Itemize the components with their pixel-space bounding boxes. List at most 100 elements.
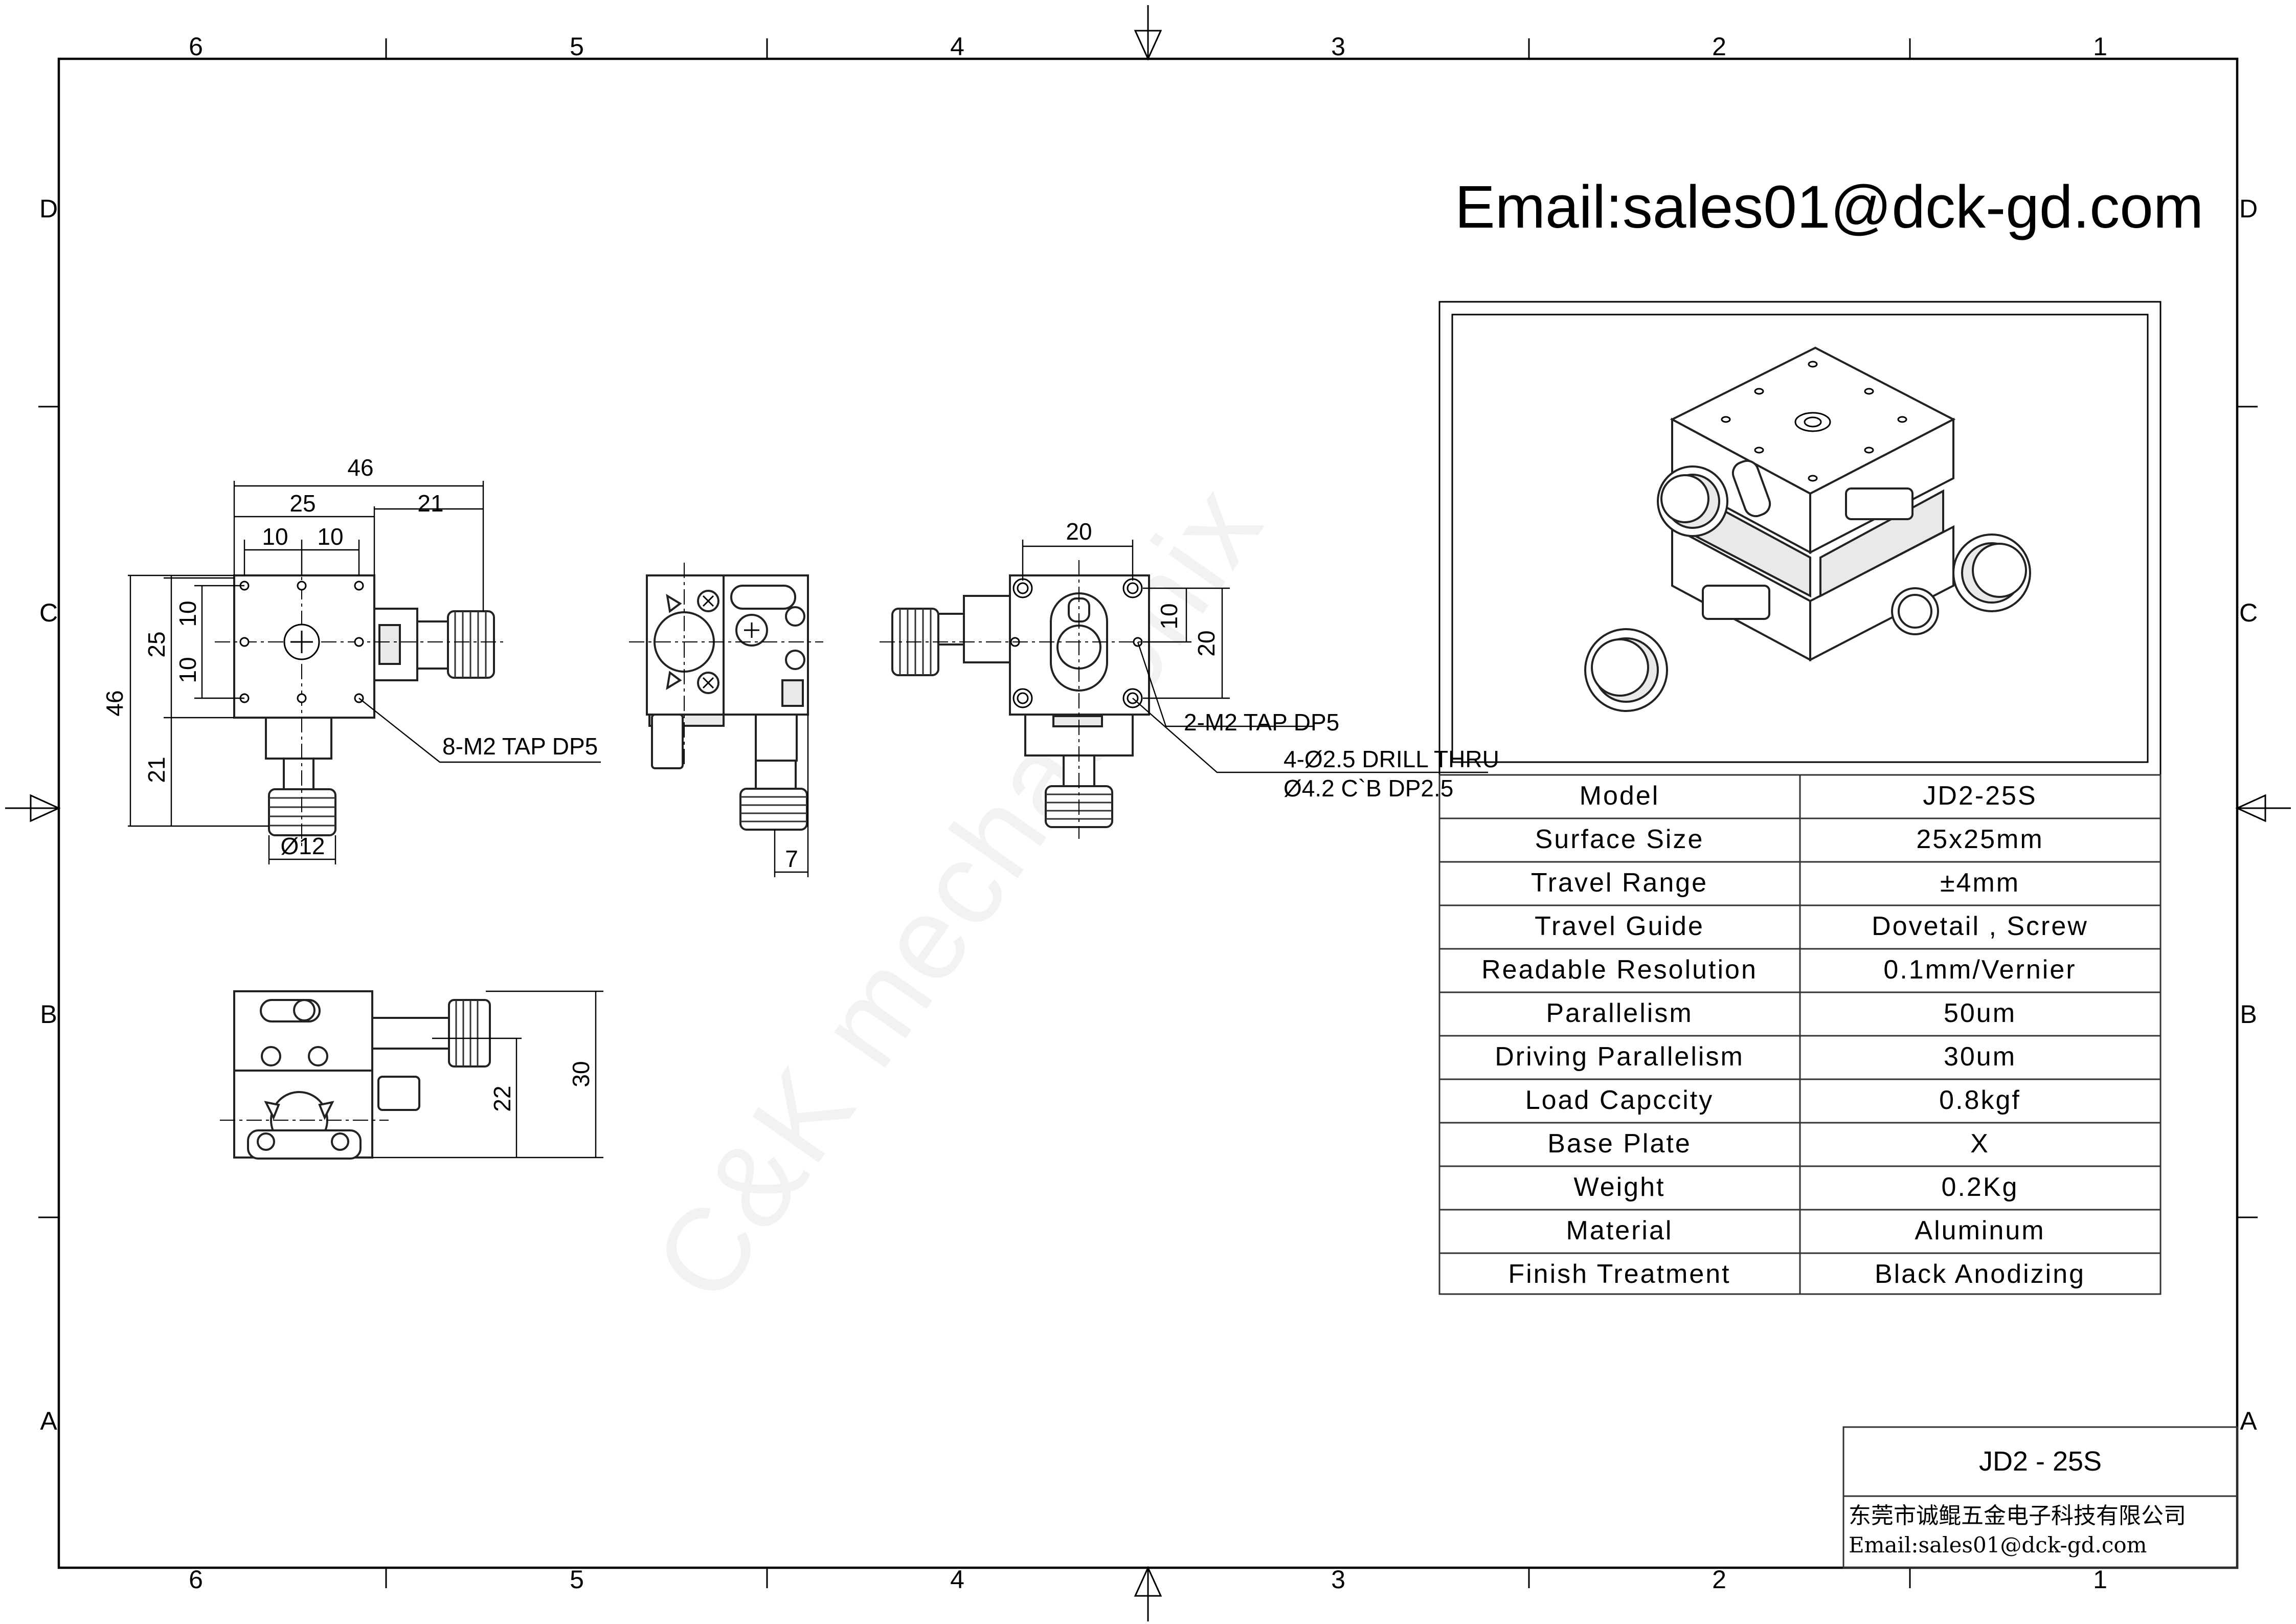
zone-col-6-top: 6 bbox=[189, 32, 203, 61]
zone-row-d-right: D bbox=[2239, 194, 2258, 223]
lower-view-knob bbox=[448, 999, 491, 1067]
spec-label-guide: Travel Guide bbox=[1535, 911, 1704, 941]
dim-mount-pitch: 20 bbox=[1066, 518, 1092, 545]
spec-label-model: Model bbox=[1580, 781, 1660, 811]
spec-value-guide: Dovetail , Screw bbox=[1872, 911, 2088, 941]
annotation-top-tap: 8-M2 TAP DP5 bbox=[442, 733, 598, 760]
zone-row-d-left: D bbox=[39, 194, 58, 223]
lower-view: 22 30 bbox=[220, 990, 603, 1160]
side-view-small-knob bbox=[651, 714, 684, 769]
spec-label-resolution: Readable Resolution bbox=[1481, 955, 1758, 985]
dim-width-total: 46 bbox=[347, 454, 373, 481]
top-view-dim-lines bbox=[128, 481, 601, 864]
iso-inner-frame bbox=[1451, 314, 2149, 763]
zone-col-3-bottom: 3 bbox=[1331, 1565, 1345, 1594]
zone-row-a-right: A bbox=[2240, 1407, 2257, 1435]
zone-col-5-bottom: 5 bbox=[570, 1565, 584, 1594]
spec-label-load: Load Capccity bbox=[1525, 1085, 1714, 1115]
sheet-border bbox=[57, 57, 2239, 1569]
zone-row-c-left: C bbox=[39, 598, 58, 627]
dim-mount-vpitch-a: 10 bbox=[1156, 603, 1182, 629]
top-view-lower-shaft bbox=[283, 758, 314, 790]
annotation-drill-thru: 4-Ø2.5 DRILL THRU bbox=[1284, 746, 1499, 772]
title-block-border bbox=[1842, 1426, 2238, 1569]
dim-height-surface: 25 bbox=[143, 631, 170, 657]
dim-knob-dia: Ø12 bbox=[281, 833, 325, 859]
title-block-company: 东莞市诚鲲五金电子科技有限公司 bbox=[1849, 1503, 2186, 1529]
side-view-knob-shaft bbox=[755, 760, 797, 790]
spec-value-weight: 0.2Kg bbox=[1942, 1172, 2019, 1202]
spec-label-driving: Driving Parallelism bbox=[1495, 1042, 1744, 1072]
dim-side-offset: 7 bbox=[785, 846, 798, 872]
spec-table: Model JD2-25S Surface Size 25x25mm Trave… bbox=[1438, 774, 2162, 1295]
lower-view-knob-shaft bbox=[371, 1017, 450, 1050]
dim-height-a: 22 bbox=[489, 1085, 515, 1111]
side-view-knob bbox=[739, 788, 808, 831]
top-view-knob-shaft bbox=[416, 620, 449, 670]
spec-label-finish: Finish Treatment bbox=[1508, 1259, 1730, 1289]
spec-label-surface: Surface Size bbox=[1535, 825, 1704, 854]
zone-labels: 6 5 4 3 2 1 6 5 4 3 2 1 D C B A D C B A bbox=[39, 32, 2258, 1594]
iso-knob-left bbox=[1657, 465, 1728, 537]
dim-hole-pitch-a: 10 bbox=[262, 523, 288, 550]
iso-knob-right bbox=[1952, 533, 2031, 612]
spec-value-travel: ±4mm bbox=[1940, 868, 2020, 898]
top-view-lower-block bbox=[265, 717, 332, 760]
zone-col-3-top: 3 bbox=[1331, 32, 1345, 61]
spec-value-model: JD2-25S bbox=[1923, 781, 2037, 811]
centering-marks bbox=[5, 5, 2291, 1621]
spec-label-material: Material bbox=[1566, 1216, 1673, 1245]
spec-value-resolution: 0.1mm/Vernier bbox=[1883, 955, 2076, 985]
zone-ticks bbox=[38, 38, 2258, 1588]
side-view: 7 bbox=[629, 563, 823, 877]
zone-col-1-bottom: 1 bbox=[2093, 1565, 2107, 1594]
zone-row-c-right: C bbox=[2239, 598, 2258, 627]
dim-height-b: 30 bbox=[568, 1061, 594, 1087]
isometric-view bbox=[1438, 301, 2162, 776]
dim-width-knob: 21 bbox=[417, 490, 443, 517]
iso-knob-front bbox=[1584, 628, 1668, 712]
top-view-knob-window bbox=[378, 624, 401, 665]
dim-width-surface: 25 bbox=[289, 490, 316, 517]
zone-col-5-top: 5 bbox=[570, 32, 584, 61]
zone-col-4-bottom: 4 bbox=[950, 1565, 964, 1594]
dim-vpitch-b: 10 bbox=[174, 657, 201, 683]
iso-knob-side bbox=[1891, 587, 1939, 635]
spec-value-material: Aluminum bbox=[1915, 1216, 2045, 1245]
spec-value-driving: 30um bbox=[1944, 1042, 2016, 1072]
spec-value-base: X bbox=[1970, 1129, 1990, 1159]
spec-value-surface: 25x25mm bbox=[1916, 825, 2043, 854]
zone-col-6-bottom: 6 bbox=[189, 1565, 203, 1594]
annotation-side-tap: 2-M2 TAP DP5 bbox=[1184, 709, 1339, 736]
front-view-knob-collar bbox=[963, 595, 1011, 663]
dim-vpitch-a: 10 bbox=[174, 600, 201, 627]
zone-col-4-top: 4 bbox=[950, 32, 964, 61]
spec-label-base: Base Plate bbox=[1547, 1129, 1692, 1159]
title-block: JD2 - 25S 东莞市诚鲲五金电子科技有限公司 Email:sales01@… bbox=[1842, 1426, 2238, 1569]
spec-value-load: 0.8kgf bbox=[1939, 1085, 2021, 1115]
zone-row-b-right: B bbox=[2240, 1000, 2257, 1029]
front-view: 20 10 20 2-M2 TAP DP5 4-Ø2.5 DRILL THRU … bbox=[880, 518, 1499, 839]
zone-row-a-left: A bbox=[40, 1407, 57, 1435]
title-block-email: Email:sales01@dck-gd.com bbox=[1849, 1532, 2147, 1558]
top-view: 46 25 21 10 10 46 25 21 10 10 Ø12 8-M2 T… bbox=[101, 454, 601, 864]
spec-value-finish: Black Anodizing bbox=[1875, 1259, 2085, 1289]
spec-label-parallelism: Parallelism bbox=[1546, 998, 1693, 1028]
spec-value-parallelism: 50um bbox=[1944, 998, 2016, 1028]
email-header: Email:sales01@dck-gd.com bbox=[1455, 173, 2203, 241]
dim-mount-vpitch-b: 20 bbox=[1193, 630, 1220, 656]
zone-col-2-bottom: 2 bbox=[1712, 1565, 1726, 1594]
dim-height-total: 46 bbox=[101, 690, 128, 716]
zone-col-2-top: 2 bbox=[1712, 32, 1726, 61]
front-view-knob-shaft bbox=[937, 613, 965, 646]
spec-label-travel: Travel Range bbox=[1531, 868, 1708, 898]
zone-row-b-left: B bbox=[40, 1000, 57, 1029]
spec-label-weight: Weight bbox=[1574, 1172, 1665, 1202]
dim-height-knob: 21 bbox=[143, 757, 170, 783]
annotation-counterbore: Ø4.2 C`B DP2.5 bbox=[1284, 775, 1453, 802]
side-view-knob-block bbox=[755, 714, 798, 762]
dim-hole-pitch-b: 10 bbox=[317, 523, 343, 550]
zone-col-1-top: 1 bbox=[2093, 32, 2107, 61]
title-block-model: JD2 - 25S bbox=[1979, 1446, 2102, 1477]
